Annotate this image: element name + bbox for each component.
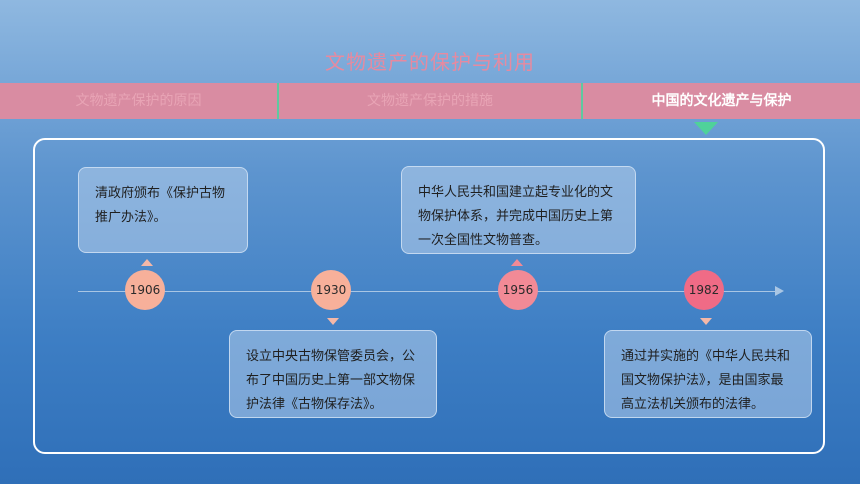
event-text-1930: 设立中央古物保管委员会，公布了中国历史上第一部文物保护法律《古物保存法》。 [246,349,416,412]
active-tab-pointer-icon [694,122,718,135]
event-card-1906: 清政府颁布《保护古物推广办法》。 [78,167,248,253]
timeline-frame [33,138,825,454]
event-card-1956: 中华人民共和国建立起专业化的文物保护体系，并完成中国历史上第一次全国性文物普查。 [401,166,636,254]
pointer-down-icon [327,318,339,325]
event-text-1956: 中华人民共和国建立起专业化的文物保护体系，并完成中国历史上第一次全国性文物普查。 [418,185,614,248]
year-node-1930[interactable]: 1930 [311,270,351,310]
event-text-1982: 通过并实施的《中华人民共和国文物保护法》，是由国家最高立法机关颁布的法律。 [621,349,791,412]
page-title: 文物遗产的保护与利用 [325,50,535,74]
pointer-down-icon [700,318,712,325]
year-node-1982[interactable]: 1982 [684,270,724,310]
event-card-1982: 通过并实施的《中华人民共和国文物保护法》，是由国家最高立法机关颁布的法律。 [604,330,812,418]
event-card-1930: 设立中央古物保管委员会，公布了中国历史上第一部文物保护法律《古物保存法》。 [229,330,437,418]
timeline-arrow-icon [775,286,784,296]
pointer-up-icon [141,259,153,266]
event-text-1906: 清政府颁布《保护古物推广办法》。 [95,186,226,225]
year-node-1906[interactable]: 1906 [125,270,165,310]
tab-reasons[interactable]: 文物遗产保护的原因 [0,83,279,119]
tab-china-heritage[interactable]: 中国的文化遗产与保护 [651,93,792,109]
pointer-up-icon [511,259,523,266]
year-node-1956[interactable]: 1956 [498,270,538,310]
timeline-axis [78,291,778,292]
tab-bar: 文物遗产保护的原因 文物遗产保护的措施 中国的文化遗产与保护 [0,83,860,119]
tab-measures[interactable]: 文物遗产保护的措施 [279,83,583,119]
